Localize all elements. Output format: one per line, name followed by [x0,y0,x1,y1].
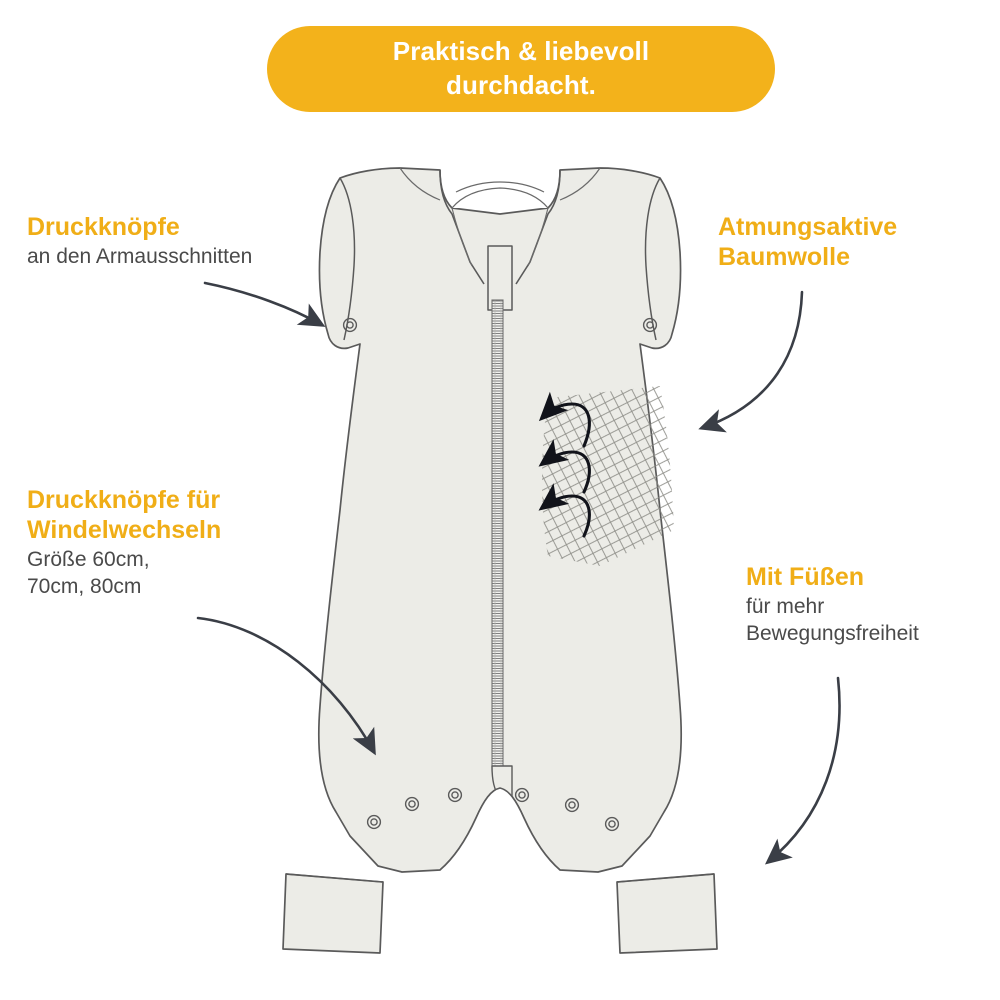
crotch-snap [564,797,580,813]
arrow-feet [764,676,841,865]
crotch-snap [404,796,420,812]
crotch-snap [366,814,382,830]
callout-feet: Mit Füßen für mehr Bewegungsfreiheit [746,562,996,648]
neck-inner-line [455,181,545,193]
shoulder-seam-left [399,167,441,201]
front-zipper [491,299,504,771]
collar-band-inner-right [527,207,549,267]
callout-armholes-title: Druckknöpfe [27,213,180,241]
crotch-snap [447,787,463,803]
crotch-snap [514,787,530,803]
callout-diaper-subtitle: Größe 60cm, 70cm, 80cm [27,548,150,598]
airflow-arrow-1 [538,391,591,448]
neck-opening [451,187,549,209]
armhole-snap-right [642,317,658,333]
airflow-arrows [538,391,591,538]
callout-cotton: Atmungsaktive Baumwolle [718,212,978,274]
leg-cuff-seam-right [616,873,715,883]
callout-feet-subtitle: für mehr Bewegungsfreiheit [746,595,919,645]
armhole-binding-left [339,177,356,341]
shoulder-seam-right [559,167,601,201]
leg-cuff-right [616,873,718,954]
collar-band-right [515,169,561,285]
callout-armholes-subtitle: an den Armausschnitten [27,245,253,268]
armhole-snap-left [342,317,358,333]
arrow-cotton [698,290,804,433]
leg-cuff-seam-left [285,873,384,883]
crotch-snap [604,816,620,832]
callout-feet-title: Mit Füßen [746,563,865,591]
callout-armholes: Druckknöpfe an den Armausschnitten [27,212,327,271]
airflow-arrow-3 [538,483,591,538]
armhole-binding-right [644,177,661,341]
callout-diaper-title: Druckknöpfe für Windelwechseln [27,486,222,544]
inseam-curve [439,787,561,871]
leg-cuff-left [282,873,384,954]
callout-cotton-title: Atmungsaktive Baumwolle [718,213,898,271]
garment-body [282,167,718,954]
headline-text: Praktisch & liebevoll durchdacht. [392,36,650,100]
mesh-panel [542,386,674,566]
airflow-arrow-2 [538,439,591,494]
pointer-arrows [196,281,841,865]
callout-diaper: Druckknöpfe für Windelwechseln Größe 60c… [27,485,307,601]
collar-band-inner-left [451,207,473,267]
zipper-guard-flap [487,245,513,311]
collar-band-left [439,169,485,285]
crotch-snap-row [366,787,620,832]
arrow-diaper [196,616,376,756]
arrow-armholes [203,281,326,327]
headline-banner: Praktisch & liebevoll durchdacht. [267,26,775,112]
